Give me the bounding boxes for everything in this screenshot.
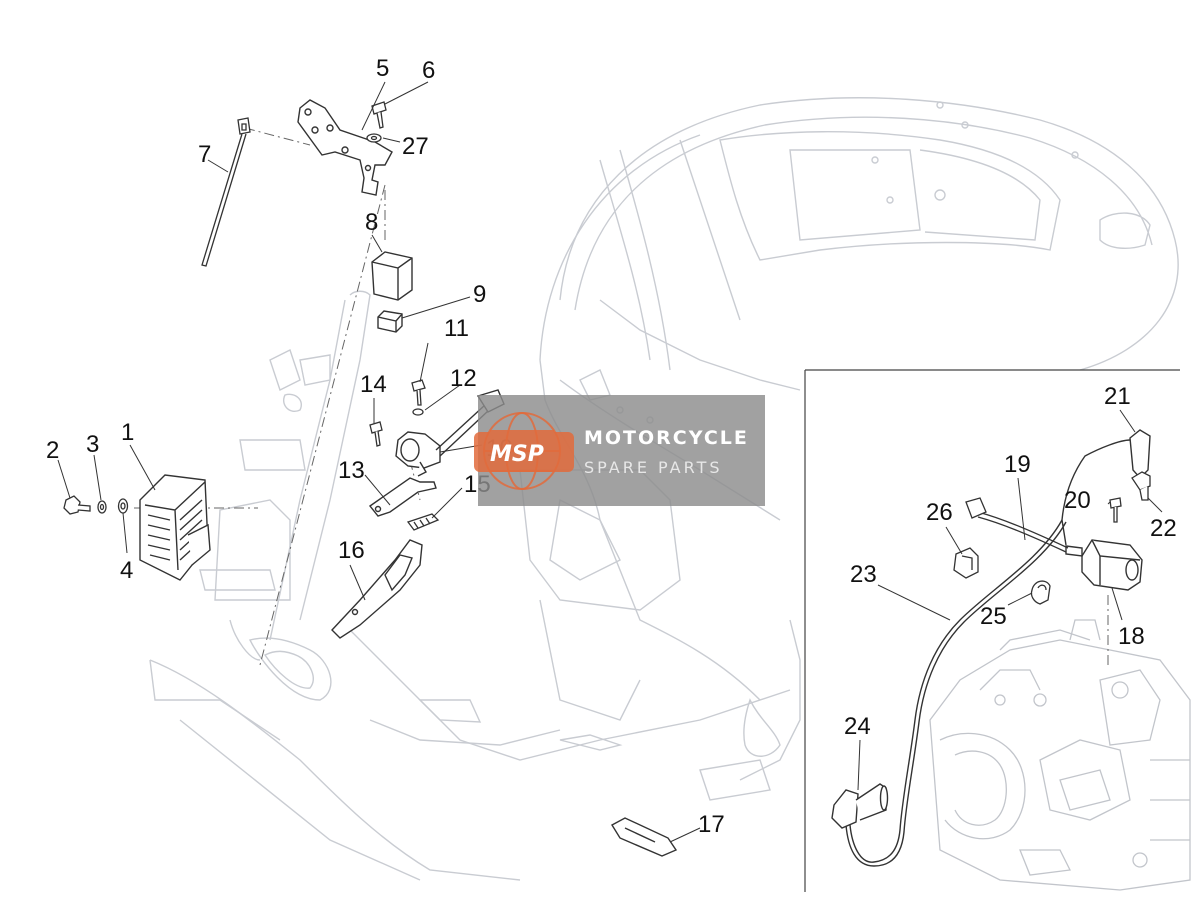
watermark-title: MOTORCYCLE	[584, 427, 749, 449]
part-wiring-19	[965, 497, 1069, 553]
part-bracket-13	[368, 477, 437, 517]
callout-4: 4	[120, 557, 133, 584]
part-bracket-5	[297, 99, 393, 196]
scooter-body-outline	[149, 97, 1179, 881]
part-clip-26	[953, 547, 979, 579]
part-clip-25	[1030, 580, 1051, 605]
part-washer-3	[97, 500, 107, 514]
callout-18: 18	[1118, 623, 1145, 650]
callout-13: 13	[338, 457, 365, 484]
watermark: MSP MOTORCYCLE SPARE PARTS	[474, 395, 765, 506]
part-connector-22	[1131, 471, 1151, 501]
callout-3: 3	[86, 431, 99, 458]
callout-17: 17	[698, 811, 725, 838]
part-washer-27	[366, 133, 382, 143]
watermark-logo-badge	[474, 432, 574, 472]
inset-frame	[804, 369, 1180, 892]
callout-1: 1	[121, 419, 134, 446]
part-clip-15	[406, 513, 440, 531]
callout-labels: 1 2 3 4 5 6 7 8 9 10 11 12 13 14 15 16 1…	[46, 55, 1177, 838]
part-bolt-2	[63, 495, 91, 515]
callout-11: 11	[444, 315, 469, 342]
callout-27: 27	[402, 133, 429, 160]
callout-7: 7	[198, 141, 211, 168]
watermark-subtitle: SPARE PARTS	[584, 458, 723, 477]
part-cover-16	[331, 539, 423, 639]
callout-20: 20	[1064, 487, 1091, 514]
part-screw-20	[1109, 497, 1122, 523]
callout-14: 14	[360, 371, 387, 398]
leader-lines	[57, 81, 1163, 843]
part-spark-plug-cap-21	[1061, 429, 1151, 546]
watermark-logo-text: MSP	[490, 442, 544, 467]
callout-12: 12	[450, 365, 477, 392]
callout-6: 6	[422, 57, 435, 84]
callout-26: 26	[926, 499, 953, 526]
callout-19: 19	[1004, 451, 1031, 478]
callout-25: 25	[980, 603, 1007, 630]
callout-16: 16	[338, 537, 365, 564]
part-screw-14	[369, 421, 383, 447]
part-voltage-regulator	[139, 474, 211, 581]
part-ignition-coil-18	[1065, 539, 1143, 591]
callout-9: 9	[473, 281, 486, 308]
callout-23: 23	[850, 561, 877, 588]
part-cable-23	[845, 519, 1067, 867]
part-washer-4	[117, 498, 129, 514]
part-clip-17	[611, 817, 678, 857]
callout-2: 2	[46, 437, 59, 464]
callout-5: 5	[376, 55, 389, 82]
callout-24: 24	[844, 713, 871, 740]
callout-8: 8	[365, 209, 378, 236]
callout-21: 21	[1104, 383, 1131, 410]
part-washer-12	[412, 408, 424, 416]
part-screw-11	[411, 379, 426, 406]
engine-outline	[929, 619, 1191, 891]
part-screw-6	[371, 101, 387, 129]
callout-22: 22	[1150, 515, 1177, 542]
part-relay-8	[371, 251, 413, 301]
part-sensor-24	[831, 783, 889, 829]
part-cable-tie-7	[201, 117, 251, 267]
part-holder-9	[377, 310, 403, 333]
